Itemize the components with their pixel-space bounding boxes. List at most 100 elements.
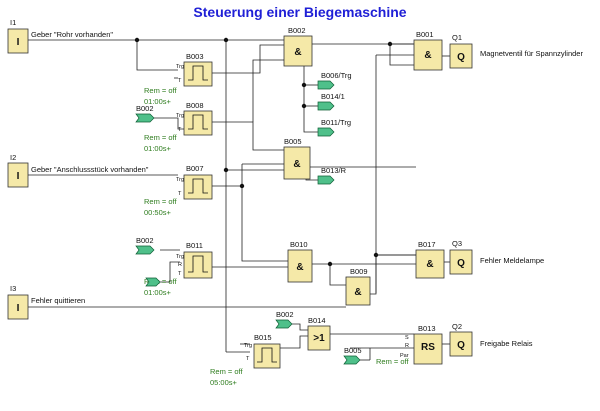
- svg-text:Q2: Q2: [452, 322, 462, 331]
- svg-text:B011: B011: [186, 241, 203, 250]
- output-Q3[interactable]: Q Q3: [449, 239, 473, 275]
- svg-text:&: &: [293, 159, 300, 170]
- timer-B008[interactable]: Trg T B008: [176, 101, 213, 136]
- connector-out-b014-1[interactable]: B014/1: [317, 92, 345, 111]
- svg-text:B011/Trg: B011/Trg: [321, 118, 351, 127]
- svg-text:B015: B015: [254, 333, 272, 342]
- timer-B008-time: 01:00s+: [144, 144, 172, 153]
- svg-text:Trg: Trg: [176, 254, 184, 260]
- svg-text:R: R: [178, 262, 182, 268]
- svg-text:I: I: [17, 37, 20, 48]
- wire-b008-to-b002: [252, 59, 284, 122]
- svg-text:B005: B005: [344, 346, 362, 355]
- timer-B015-time: 05:00s+: [210, 378, 238, 387]
- connector-b013-par[interactable]: B005: [343, 346, 370, 365]
- connector-b008-in[interactable]: B002: [135, 104, 184, 130]
- svg-text:R: R: [405, 343, 409, 349]
- svg-text:&: &: [294, 47, 301, 58]
- input-I3[interactable]: I I3: [7, 284, 29, 320]
- svg-text:I: I: [17, 303, 20, 314]
- gate-B017[interactable]: & B017: [415, 240, 445, 279]
- timer-B007-time: 00:50s+: [144, 208, 172, 217]
- svg-text:Trg: Trg: [176, 177, 184, 183]
- svg-text:Q: Q: [457, 258, 465, 269]
- svg-text:T: T: [178, 78, 182, 84]
- gate-B009[interactable]: & B009: [345, 267, 371, 306]
- svg-text:T: T: [178, 191, 182, 197]
- diagram-title: Steuerung einer Biegemaschine: [193, 4, 406, 20]
- connector-out-b013-r[interactable]: B013/R: [317, 166, 347, 185]
- input-I2-label: Geber "Anschlussstück vorhanden": [31, 165, 149, 174]
- svg-text:B013/R: B013/R: [321, 166, 347, 175]
- svg-text:Trg: Trg: [176, 64, 184, 70]
- svg-text:Q: Q: [457, 340, 465, 351]
- svg-text:Q1: Q1: [452, 33, 462, 42]
- timer-B011-rem: Rem = off: [144, 277, 178, 286]
- connector-b011-in[interactable]: B002: [135, 236, 155, 255]
- svg-text:>1: >1: [313, 333, 325, 344]
- output-Q3-label: Fehler Meldelampe: [480, 256, 544, 265]
- timer-B007[interactable]: Trg T B007: [176, 164, 213, 200]
- svg-text:B009: B009: [350, 267, 368, 276]
- output-Q1[interactable]: Q Q1: [449, 33, 473, 69]
- connector-out-b006-trg[interactable]: B006/Trg: [317, 71, 352, 90]
- timer-B007-rem: Rem = off: [144, 197, 178, 206]
- svg-text:B002: B002: [136, 104, 154, 113]
- output-Q2[interactable]: Q Q2: [449, 322, 473, 357]
- junction-dots: [134, 37, 393, 267]
- svg-text:T: T: [178, 271, 182, 277]
- svg-text:B007: B007: [186, 164, 204, 173]
- timer-B011-time: 01:00s+: [144, 288, 172, 297]
- svg-text:Q3: Q3: [452, 239, 462, 248]
- svg-text:B002: B002: [276, 310, 294, 319]
- svg-text:&: &: [426, 259, 433, 270]
- svg-text:B008: B008: [186, 101, 204, 110]
- svg-text:Trg: Trg: [176, 113, 184, 119]
- timer-B015-rem: Rem = off: [210, 367, 244, 376]
- gate-B002[interactable]: & B002: [283, 26, 313, 67]
- svg-text:B014: B014: [308, 316, 326, 325]
- wires: [28, 39, 450, 360]
- svg-text:B002: B002: [136, 236, 154, 245]
- timer-B008-rem: Rem = off: [144, 133, 178, 142]
- svg-text:S: S: [405, 335, 409, 341]
- svg-text:&: &: [296, 262, 303, 273]
- svg-text:&: &: [354, 287, 361, 298]
- gate-B005[interactable]: & B005: [283, 137, 311, 180]
- svg-text:I1: I1: [10, 18, 16, 27]
- svg-text:T: T: [178, 127, 182, 133]
- output-Q1-label: Magnetventil für Spannzylinder: [480, 49, 583, 58]
- connector-b011-r[interactable]: [145, 277, 161, 287]
- gate-B014[interactable]: >1 B014: [307, 316, 331, 351]
- svg-text:I: I: [17, 171, 20, 182]
- svg-text:B014/1: B014/1: [321, 92, 345, 101]
- svg-text:I3: I3: [10, 284, 16, 293]
- svg-text:B013: B013: [418, 324, 436, 333]
- timer-B003-rem: Rem = off: [144, 86, 178, 95]
- input-I1[interactable]: I I1: [7, 18, 29, 54]
- output-Q2-label: Freigabe Relais: [480, 339, 533, 348]
- svg-text:&: &: [424, 50, 431, 61]
- svg-text:RS: RS: [421, 342, 435, 353]
- svg-text:B003: B003: [186, 52, 204, 61]
- svg-text:B017: B017: [418, 240, 436, 249]
- svg-text:B006/Trg: B006/Trg: [321, 71, 352, 80]
- timer-B011[interactable]: Trg R T B011: [176, 241, 213, 279]
- connector-out-b011-trg[interactable]: B011/Trg: [317, 118, 351, 137]
- gate-B001[interactable]: & B001: [413, 30, 443, 71]
- input-I3-label: Fehler quittieren: [31, 296, 85, 305]
- gate-B010[interactable]: & B010: [287, 240, 313, 283]
- svg-text:B010: B010: [290, 240, 308, 249]
- timer-B003-time: 01:00s+: [144, 97, 172, 106]
- rs-B013[interactable]: RS S R Par B013: [400, 324, 443, 365]
- svg-text:B001: B001: [416, 30, 434, 39]
- input-I2[interactable]: I I2: [7, 153, 29, 188]
- svg-text:I2: I2: [10, 153, 16, 162]
- timer-B015[interactable]: Trg T B015: [244, 333, 281, 369]
- rs-B013-rem: Rem = off: [376, 357, 410, 366]
- svg-text:B005: B005: [284, 137, 302, 146]
- svg-text:B002: B002: [288, 26, 306, 35]
- timer-B003[interactable]: Trg T B003: [176, 52, 213, 87]
- connector-b014-in[interactable]: B002: [275, 310, 294, 329]
